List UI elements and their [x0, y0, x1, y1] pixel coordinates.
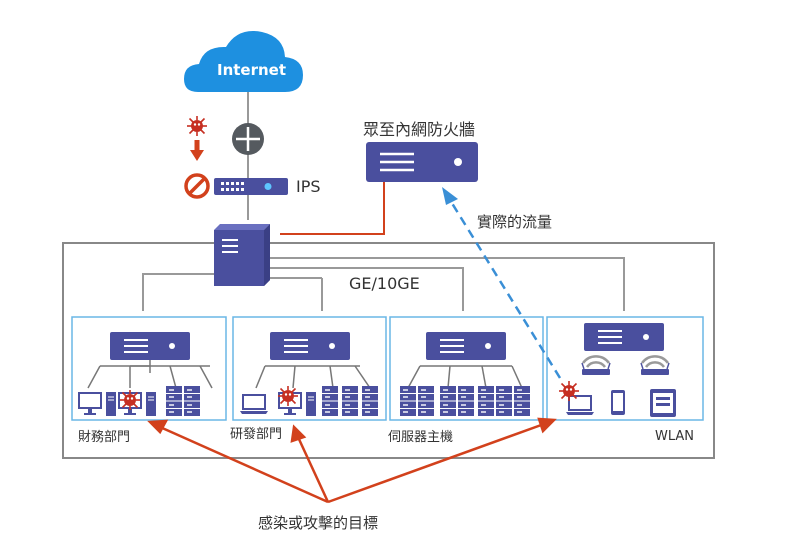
dept-label-wlan: WLAN: [655, 429, 695, 444]
dept-label-servers: 伺服器主機: [388, 430, 454, 445]
tablet-icon: [650, 389, 676, 417]
server-icon: [321, 385, 379, 417]
switch-icon: [583, 322, 665, 352]
router-icon: [232, 123, 264, 155]
switch-icon: [109, 331, 191, 361]
server-icon: [399, 385, 531, 417]
dept-label-finance: 財務部門: [78, 430, 131, 445]
attack-target-arrows: [147, 417, 557, 504]
fanout-lines: [87, 360, 523, 389]
traffic-flow-label: 實際的流量: [477, 213, 553, 231]
laptop-icon: [240, 394, 268, 414]
blocked-icon: [184, 173, 210, 199]
backbone-lines: [142, 257, 625, 311]
internet-label: Internet: [217, 61, 287, 79]
firewall-label: 眾至內網防火牆: [363, 120, 476, 139]
lan-frame: [62, 242, 715, 459]
laptop-icon: [566, 395, 594, 415]
ips-label: IPS: [296, 177, 321, 196]
switch-icon: [425, 331, 507, 361]
virus-icon: [558, 380, 580, 402]
traffic-flow-arrow: [442, 187, 562, 379]
backbone-label: GE/10GE: [349, 274, 420, 293]
core-switch-icon: [214, 224, 270, 286]
dept-label-rnd: 研發部門: [230, 427, 283, 442]
cloud-icon: [184, 31, 303, 92]
infection-target-label: 感染或攻擊的目標: [258, 514, 379, 532]
attack-arrow: [190, 140, 204, 161]
switch-icon: [269, 331, 351, 361]
mirror-link: [280, 182, 385, 235]
virus-icon: [119, 389, 141, 411]
virus-icon: [186, 115, 208, 137]
virus-icon: [277, 385, 299, 407]
firewall-appliance-icon: [366, 142, 478, 182]
phone-icon: [611, 390, 625, 415]
ips-appliance-icon: [214, 178, 288, 195]
